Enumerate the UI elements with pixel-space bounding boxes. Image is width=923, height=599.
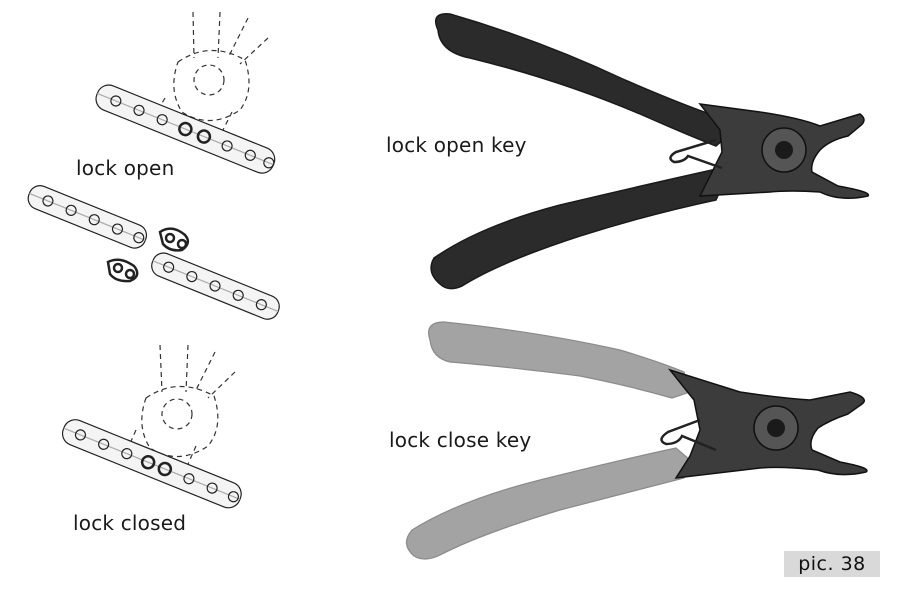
chain-separated-diagram [27, 185, 280, 320]
picture-number-badge: pic. 38 [784, 551, 880, 577]
plier-dark [430, 13, 870, 290]
chain-lock-closed-diagram [61, 344, 242, 509]
lock-close-key-label: lock close key [389, 428, 532, 452]
plier-light [405, 321, 868, 560]
chain-lock-open-diagram [95, 11, 276, 174]
lock-closed-label: lock closed [73, 511, 187, 535]
lock-open-key-label: lock open key [386, 133, 527, 157]
lock-open-label: lock open [76, 156, 175, 180]
